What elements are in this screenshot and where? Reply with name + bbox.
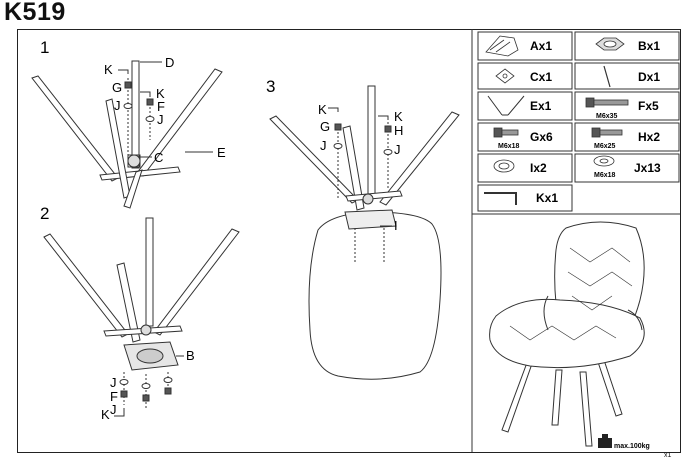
step3-label-h: H	[394, 123, 403, 138]
step-number-3: 3	[266, 77, 275, 96]
parts-table	[477, 31, 680, 212]
part-label-b: Bx1	[638, 39, 660, 53]
step-number-2: 2	[40, 204, 49, 223]
spacer-ring-icon	[493, 159, 515, 173]
part-label-g: Gx6	[530, 130, 553, 144]
part-label-j: Jx13	[634, 161, 661, 175]
part-label-i: Ix2	[530, 161, 547, 175]
step2-label-f: F	[110, 389, 118, 404]
model-title: K519	[4, 0, 66, 26]
allen-key-icon	[484, 192, 517, 205]
spec-f: M6x35	[596, 113, 618, 120]
step2-label-b: B	[186, 348, 195, 363]
step2-hardware	[114, 355, 184, 417]
step1-label-c: C	[154, 150, 163, 165]
step1-label-k2: K	[156, 86, 165, 101]
part-label-a: Ax1	[530, 39, 552, 53]
part-label-f: Fx5	[638, 99, 659, 113]
step1-label-d: D	[165, 55, 174, 70]
spec-h: M6x25	[594, 143, 616, 150]
step2-drawing	[43, 217, 240, 371]
max-load-label: max.100kg	[614, 443, 650, 450]
part-label-e: Ex1	[530, 99, 552, 113]
step1-hardware	[118, 61, 213, 158]
leg-connector-icon	[495, 68, 515, 84]
spec-j: M6x18	[594, 172, 616, 179]
step3-label-j2: J	[394, 142, 401, 157]
mounting-plate-icon	[595, 37, 625, 51]
part-label-d: Dx1	[638, 70, 660, 84]
step2-label-k: K	[101, 407, 110, 422]
step3-hardware	[328, 107, 393, 262]
copy-count: x1	[664, 452, 672, 459]
weight-icon	[598, 434, 612, 448]
step1-label-j2: J	[157, 112, 164, 127]
leg-frame-icon	[487, 95, 525, 116]
step3-label-g: G	[320, 119, 330, 134]
step1-label-g: G	[112, 80, 122, 95]
step1-label-f: F	[157, 99, 165, 114]
step3-label-k: K	[318, 102, 327, 117]
step3-label-j: J	[320, 138, 327, 153]
step3-drawing	[269, 85, 460, 380]
step1-label-k: K	[104, 62, 113, 77]
step2-label-j: J	[110, 375, 117, 390]
step1-label-j: J	[114, 98, 121, 113]
washer-icon	[593, 155, 615, 167]
bolt-m6x35-icon	[585, 97, 629, 108]
part-label-h: Hx2	[638, 130, 660, 144]
diagram-frame	[17, 29, 681, 453]
spec-g: M6x18	[498, 143, 520, 150]
step3-label-i: I	[394, 218, 398, 233]
bolt-m6x25-icon	[591, 127, 623, 138]
single-leg-icon	[603, 65, 611, 88]
step1-label-e: E	[217, 145, 226, 160]
step2-label-j2: J	[110, 402, 117, 417]
step1-drawing	[31, 60, 223, 209]
step-number-1: 1	[40, 38, 49, 57]
finished-chair-illustration	[489, 221, 645, 447]
step3-label-k2: K	[394, 109, 403, 124]
part-label-c: Cx1	[530, 70, 552, 84]
part-label-k: Kx1	[536, 191, 558, 205]
seat-icon	[485, 35, 519, 57]
bolt-m6x18-icon	[493, 127, 519, 138]
